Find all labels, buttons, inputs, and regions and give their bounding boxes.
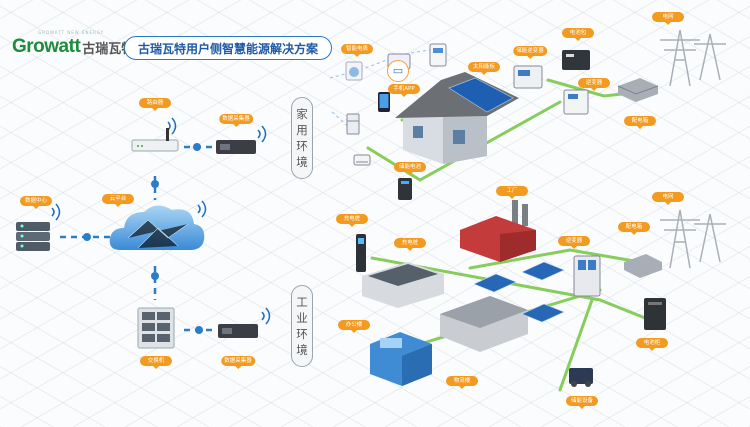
- grid-tower-home-icon: [660, 29, 726, 87]
- grid-industry-tag: 电网: [652, 192, 684, 205]
- charging-pile-icon: [356, 234, 366, 272]
- distribution-box-home-tag: 配电箱: [624, 116, 656, 129]
- monitor-bubble: ▭: [387, 60, 409, 82]
- mobile-app-tag: 手机APP: [388, 84, 420, 97]
- router-icon: [131, 128, 179, 152]
- data-logger-top-icon: [216, 140, 256, 154]
- office-building-tag: 办公楼: [338, 320, 370, 333]
- distribution-box-industry-icon: [624, 254, 662, 278]
- solar-array-icon: [521, 261, 565, 281]
- mobile-phone-icon: [378, 92, 390, 112]
- solar-array-icon: [521, 303, 565, 323]
- factory-building-icon: [460, 200, 536, 262]
- wifi-icon: [261, 307, 271, 325]
- industry-power-line-2: [468, 248, 642, 270]
- switch-icon: [137, 307, 175, 349]
- home-environment-label: 家 用 环 境: [291, 97, 313, 179]
- router-tag: 路由器: [139, 98, 171, 111]
- data-logger-bottom-icon: [218, 324, 258, 338]
- parking-tag: 充电桩: [394, 238, 426, 251]
- inverter-industry-icon: [573, 255, 601, 297]
- solar-array-icon: [473, 273, 517, 293]
- battery-cabinet-icon: [644, 298, 666, 330]
- ev-charger-tag: 储能设备: [566, 396, 598, 409]
- wifi-icon: [51, 203, 61, 221]
- solar-panel-home-tag: 太阳能板: [468, 62, 500, 75]
- logo-wordmark: Growatt: [12, 36, 81, 57]
- refrigerator-icon: [346, 113, 360, 135]
- logo-chinese-name: 古瑞瓦特: [82, 41, 135, 57]
- industry-power-line-4: [558, 298, 594, 392]
- storage-inverter-tag: 储能逆变器: [513, 46, 547, 59]
- inverter-industry-tag: 逆变器: [558, 236, 590, 249]
- data-logger-bottom-tag: 数据采集器: [221, 356, 255, 369]
- washing-machine-icon: [345, 61, 363, 81]
- wifi-icon: [197, 200, 207, 218]
- cloud-tag: 云平台: [102, 194, 134, 207]
- logistics-building-icon: [440, 296, 528, 352]
- smart-meter-home-tag: 智能电表: [341, 44, 373, 57]
- page-title: 古瑞瓦特用户侧智慧能源解决方案: [124, 36, 332, 60]
- battery-pack-home-tag: 储能电池: [394, 162, 426, 175]
- storage-device-icon: [569, 368, 593, 387]
- distribution-box-home-icon: [617, 78, 659, 102]
- data-center-tag: 数据中心: [20, 196, 52, 209]
- industry-environment-label: 工 业 环 境: [291, 285, 313, 367]
- link-node: [195, 326, 203, 334]
- battery-industry-tag: 电池柜: [636, 338, 668, 351]
- cloud-platform-icon: [109, 205, 205, 250]
- logistics-building-tag: 物流楼: [446, 376, 478, 389]
- home-power-line-1: [366, 100, 562, 182]
- link-node: [83, 233, 91, 241]
- parking-building-icon: [362, 262, 444, 308]
- distribution-box-industry-tag: 配电箱: [618, 222, 650, 235]
- logo-tagline: GROWATT NEW ENERGY: [38, 30, 105, 35]
- factory-tag: 工厂: [496, 186, 528, 199]
- office-building-icon: [370, 332, 432, 386]
- inverter-home-tag: 逆变器: [578, 78, 610, 91]
- data-center-icon: [16, 222, 50, 251]
- industry-power-line-1: [370, 256, 652, 322]
- wifi-icon: [257, 125, 267, 143]
- link-node: [193, 143, 201, 151]
- charging-pile-tag: 充电桩: [336, 214, 368, 227]
- battery-pack-home-icon: [398, 178, 412, 200]
- battery-home-tag: 电池包: [562, 28, 594, 41]
- data-logger-top-tag: 数据采集器: [219, 114, 253, 127]
- grid-home-tag: 电网: [652, 12, 684, 25]
- grid-tower-industry-icon: [660, 209, 726, 269]
- home-house-icon: [395, 72, 519, 164]
- storage-inverter-icon: [513, 65, 543, 89]
- switch-tag: 交换机: [140, 356, 172, 369]
- battery-home-icon: [562, 50, 590, 70]
- link-node: [151, 272, 159, 280]
- smart-meter-icon: [429, 43, 447, 67]
- inverter-home-icon: [563, 89, 589, 115]
- growatt-logo: Growatt 古瑞瓦特: [12, 36, 134, 58]
- air-conditioner-icon: [353, 154, 371, 166]
- link-node: [151, 180, 159, 188]
